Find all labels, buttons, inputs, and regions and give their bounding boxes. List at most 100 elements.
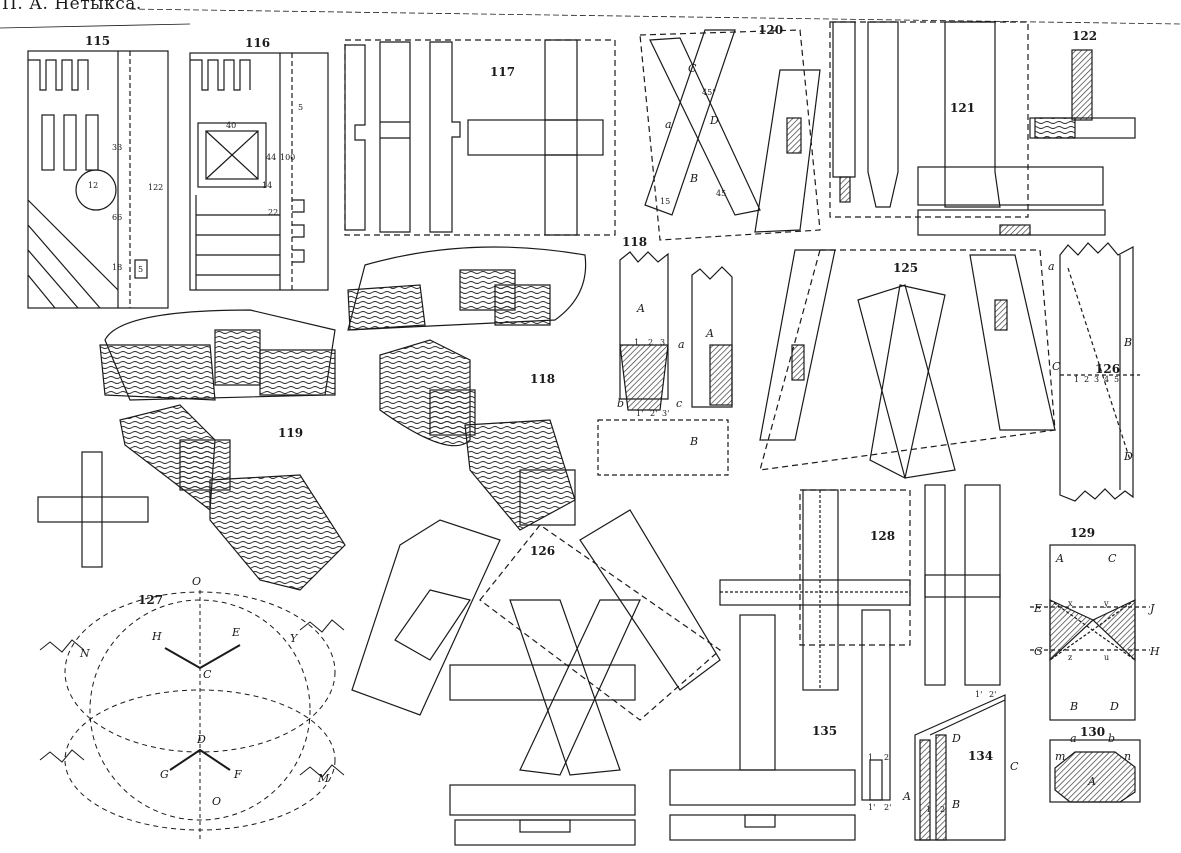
fig122-label-A2: A [705,327,714,340]
fig125-label-a: a [1048,260,1055,273]
fig122-mark-3p: 3' [662,409,669,418]
fig135-mark-2p: 2' [884,803,891,812]
fig129-label-G: G [1034,645,1043,658]
fig130-label-n: n [1124,750,1131,763]
fig116-dim-100: 100 [280,153,295,162]
fig127-label-O-top: O [192,575,201,588]
fig129-label-C: C [1108,552,1117,565]
fig127-label-H: H [151,630,162,643]
fig122-label-A1: A [636,302,645,315]
figure-126 [351,509,721,846]
fig127-label-O-bot: O [212,795,221,808]
fig129-label-B: B [1069,700,1078,713]
fig129-label-z: z [1068,653,1072,662]
fig120-angle-45b: 45 [716,189,726,198]
fig-num-125: 126 [1095,362,1120,376]
fig115-dim-122: 122 [148,183,163,192]
fig-num-119: 119 [278,426,303,440]
fig-num-116: 116 [245,36,270,50]
fig129-label-E: E [1033,602,1042,615]
fig122-mark-1p: 1' [636,409,643,418]
fig134-mark-1: 1 [926,805,931,814]
fig116-dim-40: 40 [226,121,236,130]
figure-116 [189,52,329,291]
fig122-mark-3: 3 [660,338,665,347]
figure-135 [669,609,891,841]
fig135-mark-1: 1 [868,753,873,762]
figure-134 [914,694,1006,841]
fig-num-120: 120 [758,23,783,37]
fig-num-121: 121 [950,101,975,115]
figure-119-cross [37,451,149,568]
fig129-label-y: y [1103,599,1109,608]
fig122-label-b: b [617,397,624,410]
fig125-label-C: C [1052,360,1061,373]
figure-122 [597,251,733,476]
fig116-dim-14: 14 [262,181,272,190]
fig134-mark-1p: 1' [975,690,982,699]
plate-header: П. А. Нетыкса. [2,0,142,14]
fig-num-127: 127 [138,593,163,607]
fig134-label-B: B [951,798,960,811]
fig129-label-D: D [1109,700,1119,713]
figure-120 [639,29,821,241]
fig134-label-A: A [902,790,911,803]
fig134-mark-2p: 2' [989,690,996,699]
figure-119 [99,309,346,591]
figure-117 [344,39,616,236]
fig122-label-B: B [689,435,698,448]
fig127-label-D: D [196,733,206,746]
fig134-mark-2: 2 [940,805,945,814]
figure-123 [1029,49,1136,139]
fig130-label-b: b [1108,732,1115,745]
fig130-label-a: a [1070,732,1077,745]
fig134-label-C: C [1010,760,1019,773]
top-border-left [0,23,191,29]
figure-124 [759,249,1056,479]
figure-115 [27,50,169,309]
figure-129 [1030,544,1150,721]
fig125-label-B: B [1123,336,1132,349]
fig-num-117: 117 [490,65,515,79]
fig115-dim-33: 33 [112,143,122,152]
fig120-label-B: B [689,172,698,185]
fig130-label-m: m [1055,750,1065,763]
figure-130 [1049,739,1141,803]
fig122-mark-2p: 2' [650,409,657,418]
fig127-label-G: G [160,768,169,781]
fig-num-115: 115 [85,34,110,48]
fig-num-118: 118 [530,372,555,386]
fig122-label-c: c [676,397,682,410]
fig135-mark-2: 2 [884,753,889,762]
fig115-dim-5: 5 [138,265,143,274]
figure-118 [347,246,587,531]
fig125-mark-4: 4 [1104,375,1109,384]
fig127-label-M: M [317,772,330,785]
figure-121 [829,21,1106,236]
fig-num-129: 129 [1070,526,1095,540]
fig125-label-D: D [1123,450,1133,463]
fig-num-135: 135 [812,724,837,738]
fig125-mark-1: 1 [1074,375,1079,384]
fig115-dim-66: 66 [112,213,122,222]
fig-num-122: 118 [622,235,647,249]
fig116-dim-5: 5 [298,103,303,112]
fig135-mark-1p: 1' [868,803,875,812]
figure-127 [39,590,345,840]
fig127-label-E: E [231,626,240,639]
fig127-label-Y: Y [290,632,299,645]
fig116-dim-22: 22 [268,208,278,217]
fig125-mark-3: 3 [1094,375,1099,384]
fig-num-126: 126 [530,544,555,558]
fig129-label-J: J [1148,602,1155,615]
fig115-dim-18: 18 [112,263,122,272]
fig129-label-H: H [1149,645,1160,658]
fig125-mark-5: 5 [1114,375,1119,384]
fig120-dim-15: 15 [660,197,670,206]
fig122-label-a: a [678,338,685,351]
fig127-label-F: F [233,768,242,781]
fig122-mark-1: 1 [634,338,639,347]
fig127-label-N: N [79,647,90,660]
figure-125 [1059,242,1140,502]
